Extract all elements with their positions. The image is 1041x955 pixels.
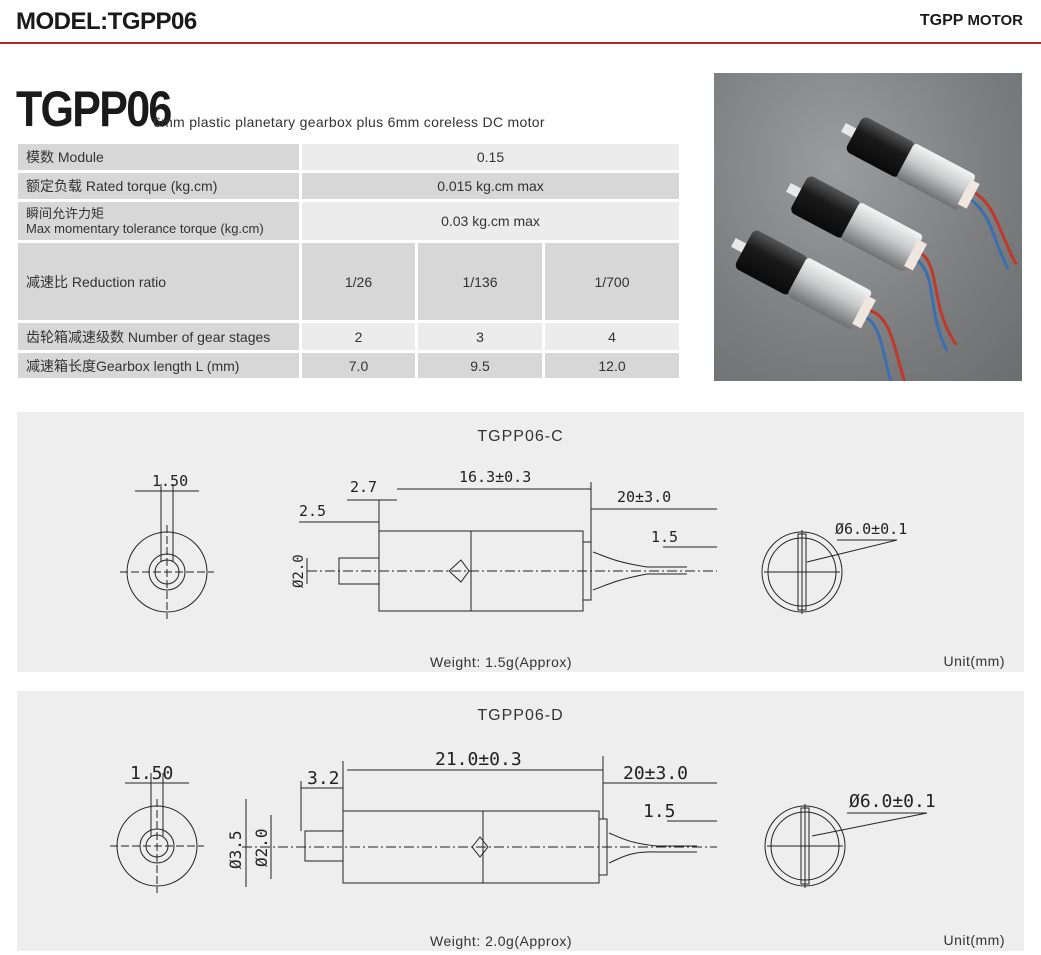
momentary-label-en: Max momentary tolerance torque (kg.cm) — [26, 221, 264, 236]
rated-torque-value: 0.015 kg.cm max — [302, 173, 682, 202]
dim-d2: Ø2.0 — [291, 554, 307, 588]
table-row: 额定负载 Rated torque (kg.cm) 0.015 kg.cm ma… — [18, 173, 682, 202]
dim-32: 3.2 — [307, 768, 340, 789]
weight-label: Weight: 1.5g(Approx) — [430, 654, 573, 670]
dim-d6: Ø6.0±0.1 — [835, 520, 907, 538]
front-view: 1.50 — [110, 763, 204, 893]
weight-label: Weight: 2.0g(Approx) — [430, 933, 573, 949]
dim-d6: Ø6.0±0.1 — [849, 791, 936, 812]
drawing-panel-d: TGPP06-D 1.50 — [17, 691, 1024, 951]
module-label: 模数 Module — [18, 144, 302, 173]
module-value: 0.15 — [302, 144, 682, 173]
momentary-label-cn: 瞬间允许力矩 — [26, 206, 105, 221]
ratio-value: 1/26 — [302, 243, 418, 323]
side-view: 16.3±0.3 2.7 2.5 20±3.0 1.5 Ø2.0 — [291, 468, 717, 612]
ratio-value: 1/136 — [418, 243, 545, 323]
rear-view: Ø6.0±0.1 — [764, 791, 936, 888]
table-row: 齿轮箱减速级数 Number of gear stages 2 3 4 — [18, 323, 682, 353]
rated-torque-label: 额定负载 Rated torque (kg.cm) — [18, 173, 302, 202]
dim-25: 2.5 — [299, 502, 326, 520]
table-row: 减速箱长度Gearbox length L (mm) 7.0 9.5 12.0 — [18, 353, 682, 381]
series-suffix: MOTOR — [967, 12, 1023, 29]
drawing-title: TGPP06-C — [477, 428, 564, 445]
side-view: 21.0±0.3 3.2 20±3.0 1.5 Ø3.5 Ø2.0 — [226, 749, 717, 887]
length-value: 9.5 — [418, 353, 545, 381]
ratio-label: 减速比 Reduction ratio — [18, 243, 302, 323]
length-label: 减速箱长度Gearbox length L (mm) — [18, 353, 302, 381]
dim-strip: 1.5 — [651, 528, 678, 546]
momentary-torque-value: 0.03 kg.cm max — [302, 202, 682, 243]
rear-view: Ø6.0±0.1 — [761, 520, 907, 614]
dim-length: 16.3±0.3 — [459, 468, 531, 486]
dim-27: 2.7 — [350, 478, 377, 496]
technical-drawing-c: 1.50 16.3±0.3 2.7 2.5 20±3.0 1.5 — [120, 468, 907, 619]
model-label: MODEL:TGPP06 — [16, 8, 197, 35]
product-photo — [714, 73, 1022, 381]
dim-wire: 20±3.0 — [623, 763, 688, 784]
dim-strip: 1.5 — [643, 801, 676, 822]
dim-wire: 20±3.0 — [617, 488, 671, 506]
unit-label: Unit(mm) — [943, 653, 1005, 669]
stages-value: 2 — [302, 323, 418, 353]
technical-drawing-d: 1.50 21.0±0.3 3.2 20±3.0 1.5 Ø3.5 — [110, 749, 936, 893]
drawing-panel-c: TGPP06-C 1.50 — [17, 412, 1024, 672]
stages-label: 齿轮箱减速级数 Number of gear stages — [18, 323, 302, 353]
dim-d2: Ø2.0 — [252, 828, 271, 867]
product-description: 6mm plastic planetary gearbox plus 6mm c… — [153, 114, 545, 130]
dim-d35: Ø3.5 — [226, 830, 245, 869]
length-value: 12.0 — [545, 353, 682, 381]
dim-shaft: 1.50 — [130, 763, 173, 784]
stages-value: 3 — [418, 323, 545, 353]
table-row: 瞬间允许力矩 Max momentary tolerance torque (k… — [18, 202, 682, 243]
motor-photo-illustration — [731, 117, 1018, 381]
dim-length: 21.0±0.3 — [435, 749, 522, 770]
spec-table: 模数 Module 0.15 额定负载 Rated torque (kg.cm)… — [18, 144, 682, 381]
length-value: 7.0 — [302, 353, 418, 381]
table-row: 模数 Module 0.15 — [18, 144, 682, 173]
unit-label: Unit(mm) — [943, 932, 1005, 948]
front-view: 1.50 — [120, 472, 214, 619]
product-title: TGPP06 — [16, 81, 172, 137]
stages-value: 4 — [545, 323, 682, 353]
series-name: TGPP — [919, 12, 964, 29]
dim-shaft: 1.50 — [152, 472, 188, 490]
drawing-title: TGPP06-D — [477, 707, 564, 724]
table-row: 减速比 Reduction ratio 1/26 1/136 1/700 — [18, 243, 682, 323]
ratio-value: 1/700 — [545, 243, 682, 323]
momentary-torque-label: 瞬间允许力矩 Max momentary tolerance torque (k… — [18, 202, 302, 243]
